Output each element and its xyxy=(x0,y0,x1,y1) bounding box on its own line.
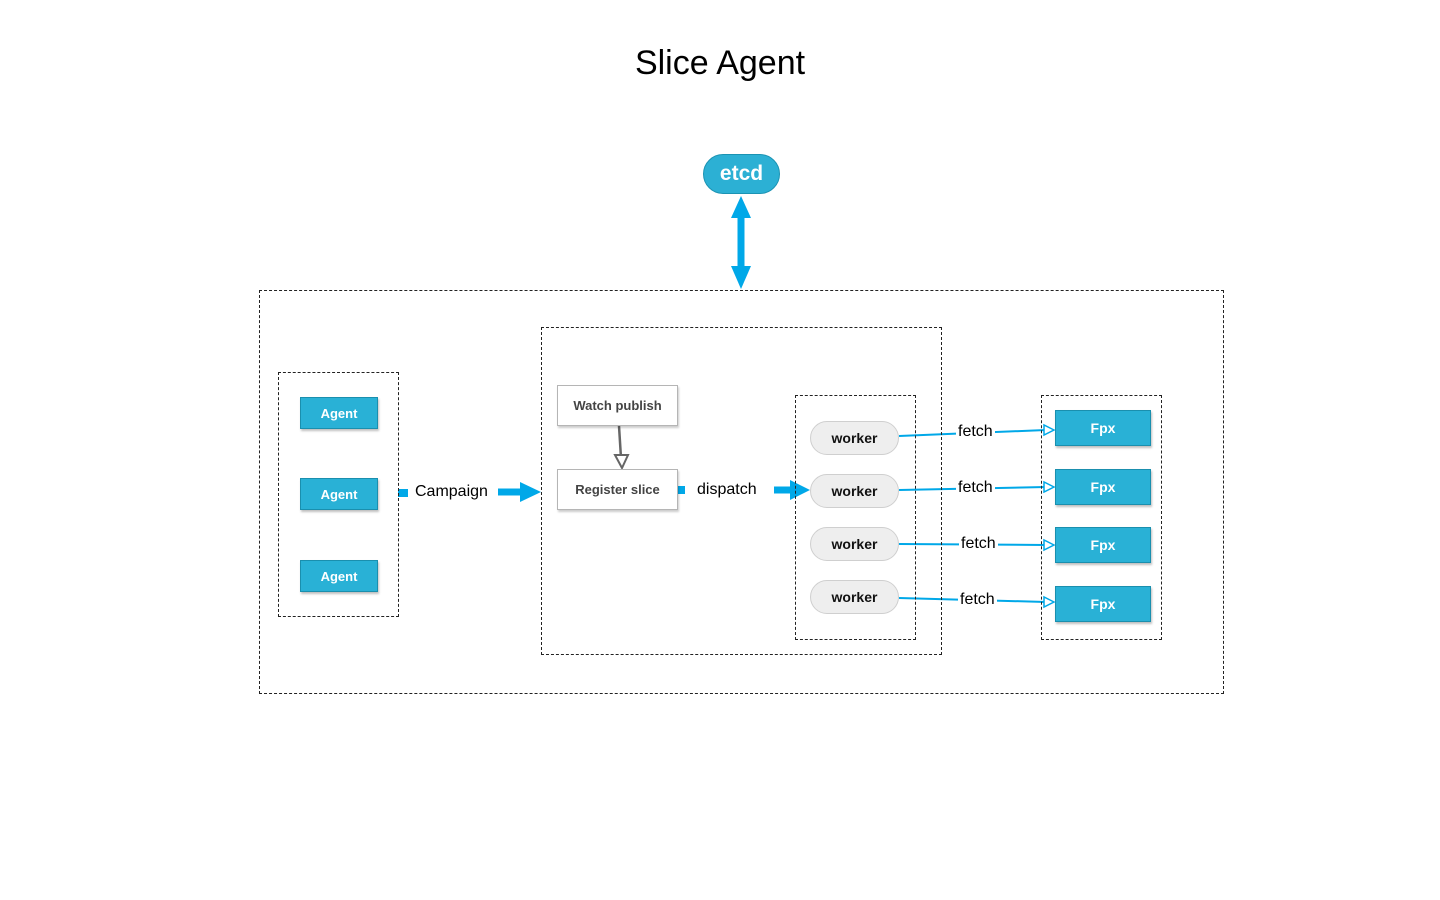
agent-node-3: Agent xyxy=(300,560,378,592)
fpx-node-4: Fpx xyxy=(1055,586,1151,622)
worker-node-1: worker xyxy=(810,421,899,455)
watch-publish-node: Watch publish xyxy=(557,385,678,426)
agent-node-2: Agent xyxy=(300,478,378,510)
etcd-sync-arrow xyxy=(731,196,751,289)
worker-node-4: worker xyxy=(810,580,899,614)
fetch-label-1: fetch xyxy=(956,423,995,441)
fpx-node-2: Fpx xyxy=(1055,469,1151,505)
diagram-title: Slice Agent xyxy=(634,44,806,82)
fpx-node-3: Fpx xyxy=(1055,527,1151,563)
agent-group xyxy=(278,372,399,617)
worker-node-2: worker xyxy=(810,474,899,508)
fetch-label-3: fetch xyxy=(959,535,998,553)
dispatch-label: dispatch xyxy=(695,481,759,499)
fpx-group xyxy=(1041,395,1162,640)
etcd-node: etcd xyxy=(703,154,780,194)
fpx-node-1: Fpx xyxy=(1055,410,1151,446)
fetch-label-2: fetch xyxy=(956,479,995,497)
leader-group xyxy=(541,327,942,655)
agent-node-1: Agent xyxy=(300,397,378,429)
slice-agent-container xyxy=(259,290,1224,694)
campaign-label: Campaign xyxy=(413,483,490,501)
watch-to-register-arrow xyxy=(613,425,630,471)
register-slice-node: Register slice xyxy=(557,469,678,510)
fetch-label-4: fetch xyxy=(958,591,997,609)
worker-node-3: worker xyxy=(810,527,899,561)
worker-group xyxy=(795,395,916,640)
campaign-arrow xyxy=(398,482,541,502)
